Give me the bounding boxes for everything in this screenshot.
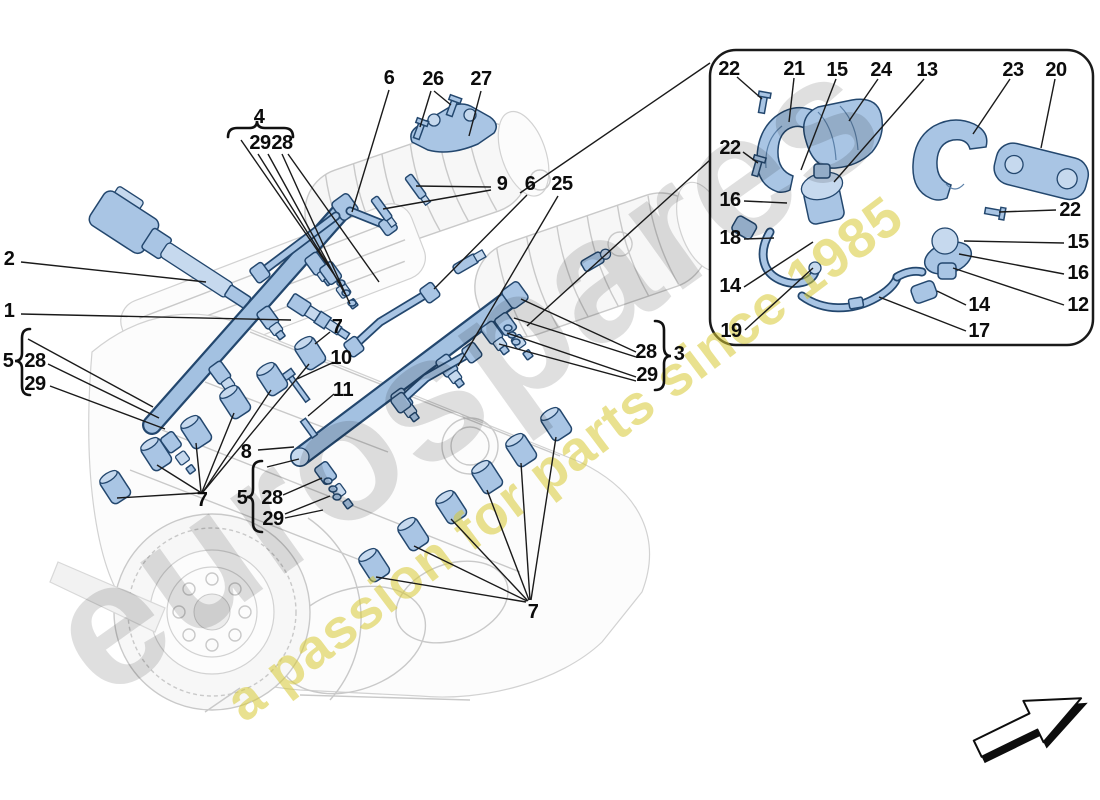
brace-group-4	[226, 120, 295, 139]
callout-17: 17	[968, 320, 990, 342]
direction-arrow-icon	[972, 697, 1088, 764]
callout-15: 15	[1067, 231, 1089, 253]
callout-7: 7	[527, 601, 539, 623]
callout-29: 29	[636, 364, 658, 386]
callout-5: 5	[2, 350, 14, 372]
fuel-system-parts	[88, 93, 612, 583]
callout-22: 22	[1059, 199, 1081, 221]
callout-1: 1	[3, 300, 15, 322]
mount-caps-right	[358, 406, 573, 583]
inset-detail-box	[708, 48, 1095, 347]
bushing	[731, 215, 758, 240]
brace-group-5-lower	[246, 459, 264, 534]
callout-braces	[14, 120, 672, 534]
callout-4: 4	[253, 106, 265, 128]
ignition-coil	[88, 186, 252, 309]
callout-2: 2	[3, 248, 15, 270]
callout-29: 29	[262, 508, 284, 530]
callout-7: 7	[196, 489, 208, 511]
callout-28: 28	[635, 341, 657, 363]
callout-28: 28	[261, 487, 283, 509]
callout-8: 8	[240, 441, 252, 463]
brace-group-5-left	[14, 327, 32, 397]
callout-13: 13	[916, 59, 938, 81]
callout-29: 29	[24, 373, 46, 395]
callout-22: 22	[719, 137, 741, 159]
callout-16: 16	[719, 189, 741, 211]
callout-23: 23	[1002, 59, 1024, 81]
callout-9: 9	[496, 173, 508, 195]
mount-caps-left	[99, 335, 327, 505]
callout-15: 15	[826, 59, 848, 81]
stud	[299, 417, 319, 439]
callout-10: 10	[330, 347, 352, 369]
callout-lines	[20, 62, 1065, 603]
callout-28: 28	[24, 350, 46, 372]
bushing	[910, 280, 938, 304]
brace-group-3	[653, 319, 672, 392]
callout-20: 20	[1045, 59, 1067, 81]
callout-14: 14	[719, 275, 741, 297]
stud	[404, 173, 432, 207]
callout-7: 7	[331, 316, 343, 338]
callout-27: 27	[470, 68, 492, 90]
callout-18: 18	[719, 227, 741, 249]
callout-5: 5	[236, 487, 248, 509]
pump-cover	[803, 98, 884, 169]
callout-29: 29	[249, 132, 271, 154]
callout-24: 24	[870, 59, 892, 81]
callout-25: 25	[551, 173, 573, 195]
callout-19: 19	[720, 320, 742, 342]
callout-16: 16	[1067, 262, 1089, 284]
stud	[370, 195, 398, 229]
callout-21: 21	[783, 58, 805, 80]
callout-12: 12	[1067, 294, 1089, 316]
support-bracket	[993, 142, 1090, 201]
sensor	[452, 248, 487, 275]
callout-3: 3	[673, 343, 685, 365]
callout-6: 6	[383, 67, 395, 89]
heat-shield-right	[912, 119, 988, 201]
callout-22: 22	[718, 58, 740, 80]
callout-26: 26	[422, 68, 444, 90]
callout-14: 14	[968, 294, 990, 316]
callout-28: 28	[271, 132, 293, 154]
callout-6: 6	[524, 173, 536, 195]
callout-11: 11	[332, 379, 354, 401]
spark-plug	[286, 293, 351, 341]
